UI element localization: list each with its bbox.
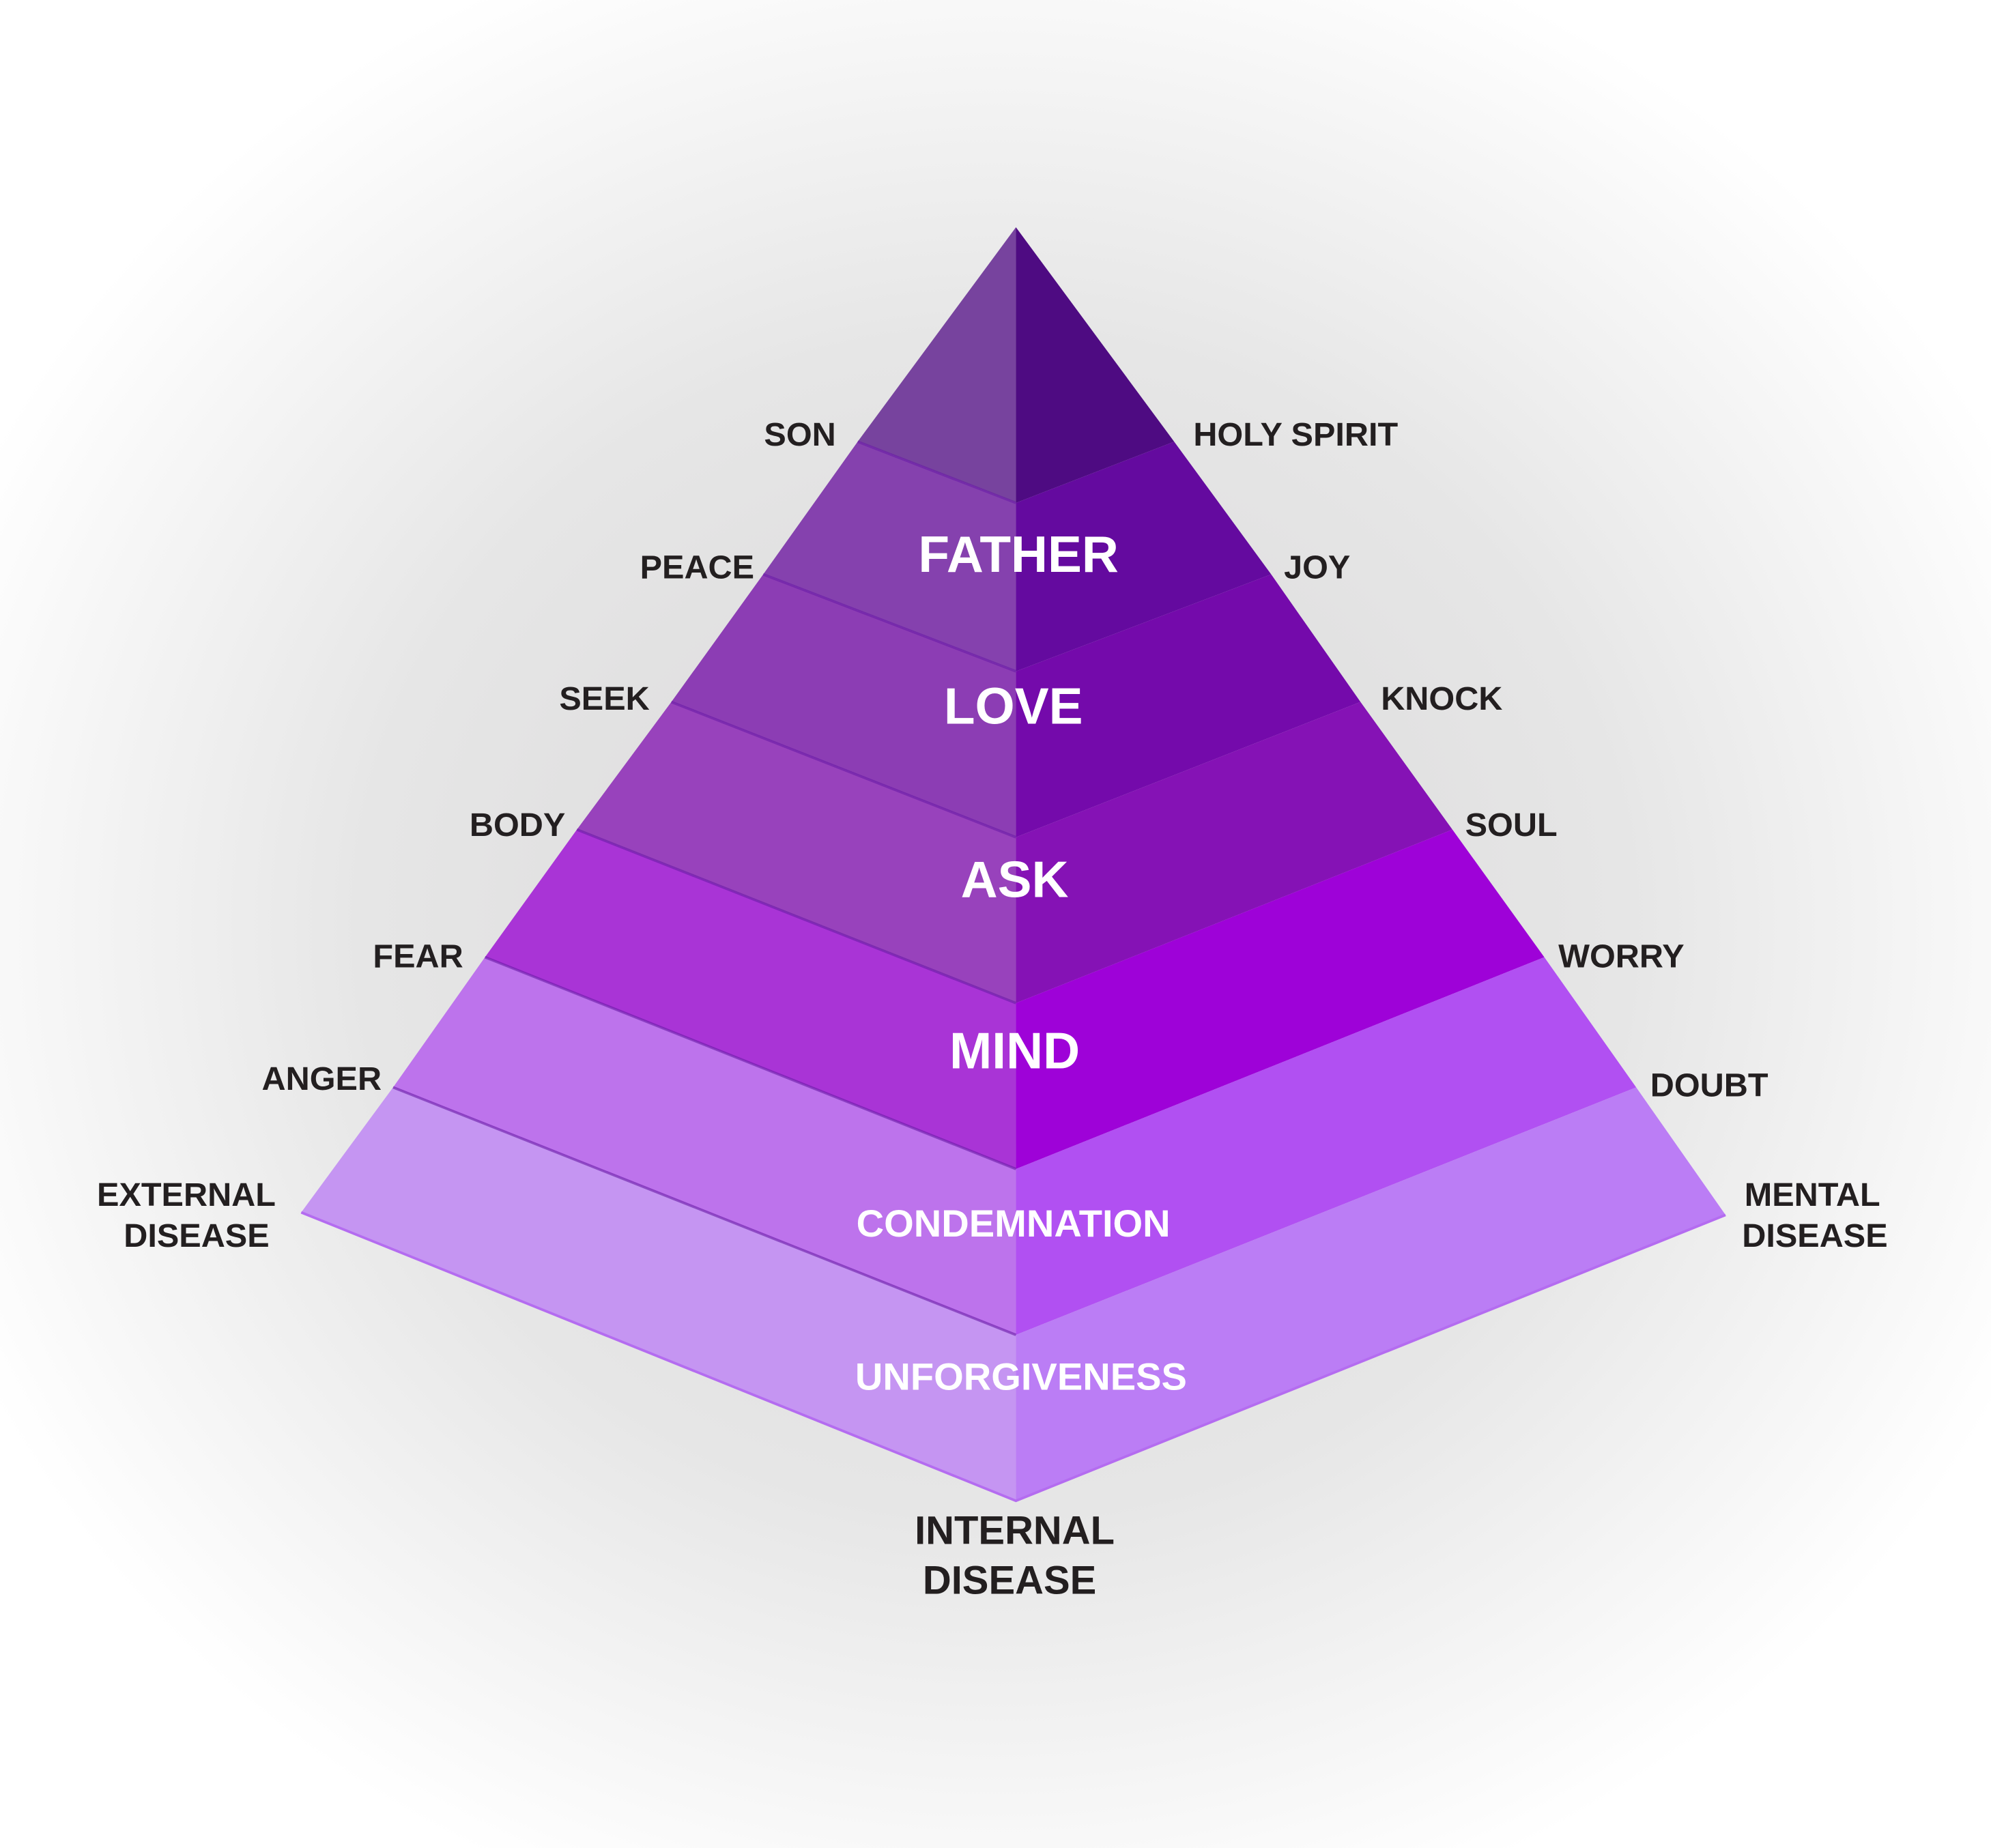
- left-label-body: BODY: [470, 807, 565, 843]
- pyramid-base-edge: [300, 1211, 1726, 1503]
- right-label-soul: SOUL: [1465, 807, 1558, 843]
- left-label-anger: ANGER: [262, 1060, 382, 1097]
- right-label-holy-spirit: HOLY SPIRIT: [1193, 416, 1398, 453]
- right-label-joy: JOY: [1284, 549, 1350, 586]
- right-label-knock: KNOCK: [1381, 680, 1502, 717]
- layer-condemnation-left-face: [392, 957, 1016, 1336]
- layer-divider: [576, 828, 1017, 1005]
- left-label-peace: PEACE: [640, 549, 754, 586]
- layer-apex-right-face: [1016, 227, 1175, 503]
- layer-label-unforgiveness: UNFORGIVENESS: [855, 1355, 1187, 1398]
- layer-label-ask: ASK: [961, 851, 1069, 908]
- corner-label-internal: INTERNAL: [915, 1510, 1115, 1553]
- layer-divider: [670, 700, 1017, 839]
- layer-love-left-face: [671, 574, 1016, 837]
- layer-unforgiveness-left-face: [301, 1087, 1016, 1501]
- left-label-son: SON: [764, 416, 835, 453]
- layer-unforgiveness-right-face: [1016, 1087, 1726, 1501]
- corner-label-external: EXTERNAL: [97, 1176, 276, 1213]
- layer-ask-right-face: [1016, 702, 1452, 1003]
- right-label-worry: WORRY: [1558, 938, 1685, 975]
- layer-label-father: FATHER: [918, 525, 1119, 583]
- left-label-fear: FEAR: [373, 938, 463, 975]
- corner-label-mental-disease: DISEASE: [1742, 1217, 1887, 1254]
- left-label-seek: SEEK: [559, 680, 649, 717]
- layer-apex-left-face: [857, 227, 1016, 503]
- right-label-doubt: DOUBT: [1650, 1067, 1768, 1103]
- layer-divider: [484, 955, 1017, 1170]
- layer-divider: [392, 1086, 1017, 1336]
- layer-father-right-face: [1016, 442, 1272, 672]
- layer-love-right-face: [1016, 574, 1361, 837]
- layer-label-mind: MIND: [949, 1022, 1080, 1079]
- layer-condemnation-right-face: [1016, 957, 1637, 1336]
- layer-label-condemnation: CONDEMNATION: [857, 1202, 1171, 1245]
- layer-label-love: LOVE: [944, 677, 1083, 734]
- layer-ask-left-face: [577, 702, 1016, 1003]
- layer-divider: [857, 440, 1017, 504]
- layer-father-left-face: [763, 442, 1016, 672]
- corner-label-external-disease: DISEASE: [124, 1217, 269, 1254]
- corner-label-mental: MENTAL: [1745, 1176, 1880, 1213]
- layer-mind-left-face: [485, 829, 1016, 1170]
- layer-mind-right-face: [1016, 829, 1545, 1170]
- corner-label-internal-disease: DISEASE: [923, 1559, 1096, 1603]
- layer-divider: [762, 573, 1017, 673]
